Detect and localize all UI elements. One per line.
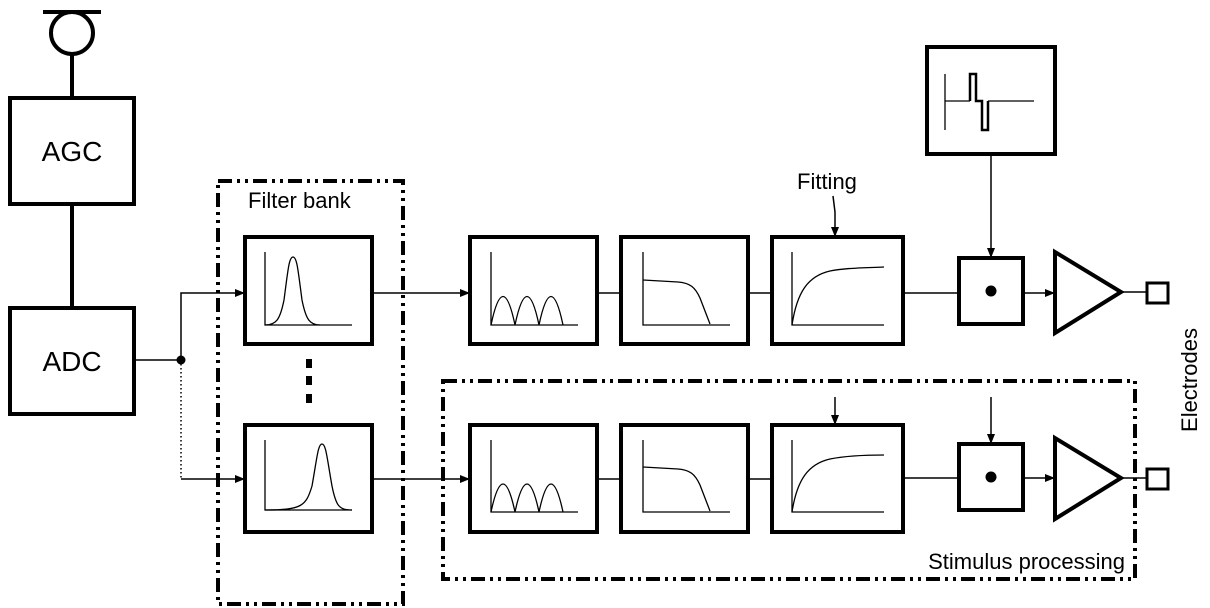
lowpass-response-icon <box>642 440 730 513</box>
adc-label: ADC <box>42 346 101 377</box>
bandpass-response-icon <box>264 252 352 326</box>
stimulus-processing-label: Stimulus processing <box>928 549 1125 574</box>
channel-1: Fitting <box>372 45 1170 346</box>
compression-block-1 <box>770 235 905 346</box>
amplifier-triangle-icon <box>1053 434 1125 523</box>
electrodes-label: Electrodes <box>1177 328 1202 432</box>
lowpass-block-2 <box>619 423 750 534</box>
compression-curve-icon <box>791 252 885 326</box>
ellipsis-dots <box>306 359 312 403</box>
rectifier-block-2 <box>468 423 599 534</box>
pulse-generator-block <box>925 45 1057 156</box>
modulator-block-1 <box>957 256 1025 326</box>
channel-2 <box>372 397 1170 534</box>
agc-block: AGC <box>8 96 136 206</box>
rectified-wave-icon <box>490 440 578 513</box>
compression-curve-icon <box>791 440 885 513</box>
fitting-arrow <box>831 195 839 237</box>
modulator-block-2 <box>957 442 1025 512</box>
bandpass-response-icon <box>264 440 353 511</box>
agc-label: AGC <box>42 136 103 167</box>
electrode-square-icon <box>1145 281 1170 305</box>
rectifier-block-1 <box>468 235 599 346</box>
multiplier-dot-icon <box>985 471 997 483</box>
adc-output-wiring <box>134 289 245 483</box>
biphasic-pulse-icon <box>944 72 1034 132</box>
lowpass-block-1 <box>619 235 750 346</box>
amplifier-triangle-icon <box>1053 248 1125 337</box>
filter-bank-frame <box>216 179 405 606</box>
multiplier-dot-icon <box>985 285 997 297</box>
bandpass-filter-2 <box>243 423 374 534</box>
filter-bank-label: Filter bank <box>248 188 352 213</box>
compression-block-2 <box>770 423 905 534</box>
rectified-wave-icon <box>490 252 578 326</box>
microphone-icon <box>43 10 101 98</box>
lowpass-response-icon <box>642 252 730 326</box>
adc-block: ADC <box>8 306 136 416</box>
fitting-label: Fitting <box>797 169 857 194</box>
bandpass-filter-1 <box>243 235 374 346</box>
electrode-square-icon <box>1145 467 1170 491</box>
stimulus-processing-frame <box>441 379 1137 581</box>
